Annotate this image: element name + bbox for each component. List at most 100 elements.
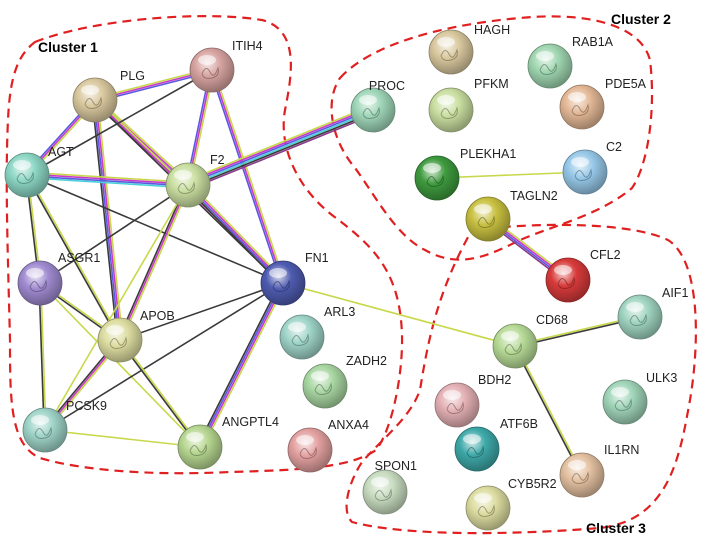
node-sphere xyxy=(617,294,663,340)
node-highlight xyxy=(26,268,44,278)
node-highlight xyxy=(437,37,455,47)
node-c2[interactable]: C2 xyxy=(562,140,622,195)
protein-structure-icon xyxy=(477,215,495,228)
node-sphere xyxy=(17,260,63,306)
node-asgr1[interactable]: ASGR1 xyxy=(17,251,100,306)
node-sphere xyxy=(22,407,68,453)
node-sphere xyxy=(260,260,306,306)
node-highlight xyxy=(186,432,204,442)
edge-f2-fn1 xyxy=(185,182,286,286)
node-ulk3[interactable]: ULK3 xyxy=(602,371,677,425)
node-sphere xyxy=(545,257,591,303)
node-arl3[interactable]: ARL3 xyxy=(279,305,355,360)
edge-line-black xyxy=(44,282,284,431)
node-atf6b[interactable]: ATF6B xyxy=(454,417,538,472)
protein-structure-icon xyxy=(189,443,207,456)
cluster-3-title: Cluster 3 xyxy=(586,520,646,536)
node-pfkm[interactable]: PFKM xyxy=(428,77,509,133)
node-aif1[interactable]: AIF1 xyxy=(617,286,688,340)
node-cd68[interactable]: CD68 xyxy=(492,313,568,369)
node-proc[interactable]: PROC xyxy=(350,79,405,133)
node-label: CD68 xyxy=(536,313,568,327)
node-angptl4[interactable]: ANGPTL4 xyxy=(177,415,279,470)
edge-itih4-fn1 xyxy=(209,69,286,284)
node-label: APOB xyxy=(140,309,175,323)
edge-line-yellow xyxy=(282,282,516,347)
protein-structure-icon xyxy=(84,96,102,109)
node-cfl2[interactable]: CFL2 xyxy=(545,248,621,303)
edge-line-black xyxy=(38,283,45,431)
edge-fn1-angptl4 xyxy=(196,281,287,449)
edge-line-blue xyxy=(93,100,120,341)
node-label: RAB1A xyxy=(572,35,614,49)
node-label: SPON1 xyxy=(375,459,417,473)
edge-line-yellow xyxy=(44,184,189,431)
node-plekha1[interactable]: PLEKHA1 xyxy=(414,147,516,201)
node-sphere xyxy=(189,47,235,93)
node-highlight xyxy=(437,95,455,105)
node-tagln2[interactable]: TAGLN2 xyxy=(465,189,558,242)
node-label: ATF6B xyxy=(500,417,538,431)
node-anxa4[interactable]: ANXA4 xyxy=(287,418,369,473)
node-highlight xyxy=(501,331,519,341)
protein-structure-icon xyxy=(539,62,557,75)
node-plg[interactable]: PLG xyxy=(72,69,145,123)
protein-structure-icon xyxy=(16,171,34,184)
node-highlight xyxy=(371,477,389,487)
node-highlight xyxy=(626,302,644,312)
node-hagh[interactable]: HAGH xyxy=(428,23,510,75)
node-apob[interactable]: APOB xyxy=(97,309,175,363)
node-pcsk9[interactable]: PCSK9 xyxy=(22,399,107,453)
node-sphere xyxy=(559,84,605,130)
edge-line-purple xyxy=(189,113,375,190)
node-sphere xyxy=(454,426,500,472)
node-sphere xyxy=(465,485,511,531)
edge-fn1-cd68 xyxy=(282,282,516,347)
protein-structure-icon xyxy=(446,401,464,414)
protein-structure-icon xyxy=(440,106,458,119)
node-highlight xyxy=(474,204,492,214)
node-zadh2[interactable]: ZADH2 xyxy=(302,354,387,409)
node-fn1[interactable]: FN1 xyxy=(260,251,329,306)
node-f2[interactable]: F2 xyxy=(165,153,225,208)
node-bdh2[interactable]: BDH2 xyxy=(434,373,511,428)
node-label: PFKM xyxy=(474,77,509,91)
node-agt[interactable]: AGT xyxy=(4,145,74,198)
edge-fn1-pcsk9 xyxy=(44,282,284,431)
node-cyb5r2[interactable]: CYB5R2 xyxy=(465,477,557,531)
node-itih4[interactable]: ITIH4 xyxy=(189,39,263,93)
edge-line-blue xyxy=(187,108,373,185)
cluster-titles: Cluster 1 Cluster 2 Cluster 3 xyxy=(38,11,671,536)
node-il1rn[interactable]: IL1RN xyxy=(559,443,639,498)
edge-line-yellow xyxy=(212,69,286,283)
node-label: CYB5R2 xyxy=(508,477,557,491)
protein-structure-icon xyxy=(272,279,290,292)
node-label: PLG xyxy=(120,69,145,83)
node-sphere xyxy=(165,162,211,208)
protein-structure-icon xyxy=(629,313,647,326)
edge-line-black xyxy=(25,175,120,341)
edge-asgr1-pcsk9 xyxy=(38,282,47,431)
edge-line-black xyxy=(119,282,284,341)
edge-line-yellow xyxy=(515,345,584,475)
protein-structure-icon xyxy=(29,279,47,292)
node-spon1[interactable]: SPON1 xyxy=(362,459,417,515)
node-rab1a[interactable]: RAB1A xyxy=(527,35,614,89)
node-label: ANXA4 xyxy=(328,418,369,432)
protein-structure-icon xyxy=(571,103,589,116)
node-label: ASGR1 xyxy=(58,251,100,265)
edge-line-yellow xyxy=(436,171,586,179)
edge-asgr1-angptl4 xyxy=(39,282,201,448)
node-sphere xyxy=(428,29,474,75)
edge-line-magenta xyxy=(211,69,284,284)
node-label: ITIH4 xyxy=(232,39,263,53)
edge-line-yellow xyxy=(186,105,372,182)
node-sphere xyxy=(72,77,118,123)
edge-line-yellow xyxy=(201,283,287,449)
protein-structure-icon xyxy=(574,168,592,181)
node-pde5a[interactable]: PDE5A xyxy=(559,77,647,130)
node-highlight xyxy=(474,493,492,503)
node-sphere xyxy=(4,152,50,198)
